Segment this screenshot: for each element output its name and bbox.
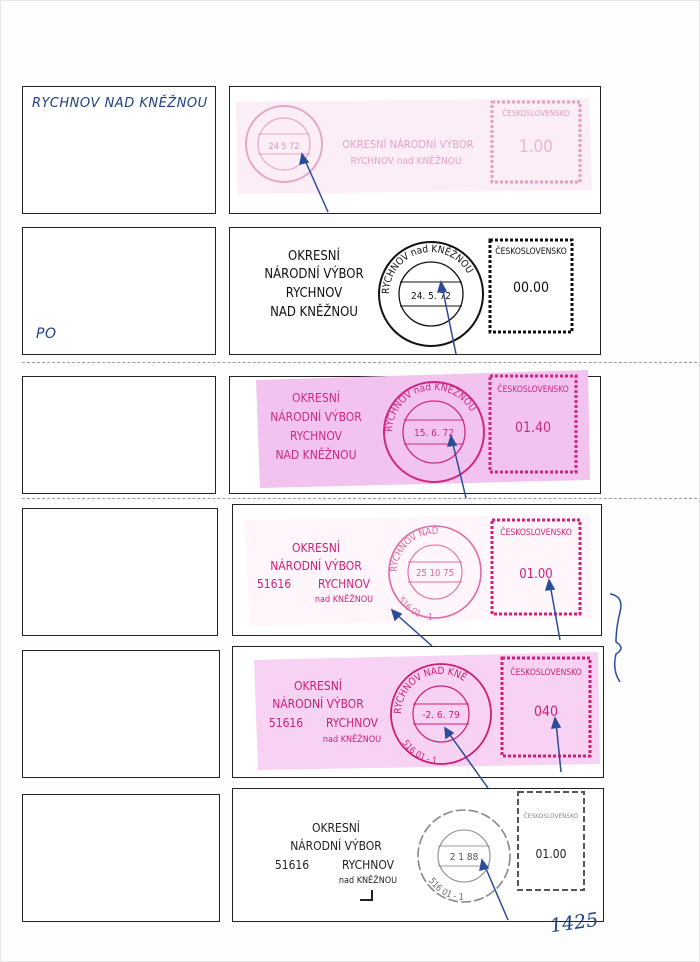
office-line-6c: 51616 xyxy=(275,858,309,872)
office-line-5c: 51616 xyxy=(269,716,303,730)
postmark-date-6: 2 1 88 xyxy=(450,852,479,863)
postmark-date-1: 24 5 72 xyxy=(269,142,300,152)
meter-value-6: 01.00 xyxy=(536,847,567,861)
arrow-6 xyxy=(483,863,509,921)
label-box-2 xyxy=(22,227,216,355)
meter-value-4: 01.00 xyxy=(519,567,552,582)
office-line-6d: RYCHNOV xyxy=(342,858,395,872)
meter-header-2: ČESKOSLOVENSKO xyxy=(495,245,566,257)
office-line-2a: OKRESNÍ xyxy=(288,248,341,264)
meter-strip-6: OKRESNÍ NÁRODNÍ VÝBOR 51616 RYCHNOV nad … xyxy=(256,790,600,903)
office-line-1b: RYCHNOV nad KNĚŽNOU xyxy=(351,154,462,167)
office-line-3a: OKRESNÍ xyxy=(292,390,340,405)
arrow-4b xyxy=(549,583,561,641)
office-line-4b: NÁRODNÍ VÝBOR xyxy=(270,558,362,573)
office-line-3d: NAD KNĚŽNOU xyxy=(275,447,356,462)
arrow-5b xyxy=(555,721,562,773)
office-line-4e: nad KNĚŽNOU xyxy=(315,593,373,605)
office-line-6b: NÁRODNÍ VÝBOR xyxy=(290,838,382,853)
label-box-6 xyxy=(22,794,220,922)
postmark-date-5: -2. 6. 79 xyxy=(422,710,460,721)
office-line-2c: RYCHNOV xyxy=(286,286,342,301)
meter-value-5: 040 xyxy=(534,704,558,720)
meter-header-5: ČESKOSLOVENSKO xyxy=(510,666,581,678)
meter-value-2: 00.00 xyxy=(513,280,549,296)
separator-line xyxy=(22,498,700,499)
office-line-6e: nad KNĚŽNOU xyxy=(339,874,397,886)
arrow-2 xyxy=(441,285,457,355)
bracket-mark xyxy=(609,593,622,683)
arrow-4a xyxy=(395,613,433,647)
label-box-4 xyxy=(22,508,218,636)
label-box-3 xyxy=(22,376,216,494)
postmark-date-3: 15. 6. 72 xyxy=(414,428,454,439)
office-line-5b: NÁRODNÍ VÝBOR xyxy=(272,696,364,711)
postmark-date-2: 24. 5. 72 xyxy=(411,291,451,302)
meter-header-1: ČESKOSLOVENSKO xyxy=(502,107,570,118)
office-line-5d: RYCHNOV xyxy=(326,716,379,730)
arrow-1 xyxy=(303,157,329,213)
meter-strip-3: OKRESNÍ NÁRODNÍ VÝBOR RYCHNOV NAD KNĚŽNO… xyxy=(256,370,590,488)
meter-header-3: ČESKOSLOVENSKO xyxy=(497,383,568,395)
postmark-date-4: 25 10 75 xyxy=(416,568,454,579)
meter-strip-2: OKRESNÍ NÁRODNÍ VÝBOR RYCHNOV NAD KNĚŽNO… xyxy=(254,234,598,347)
meter-value-3: 01.40 xyxy=(515,420,551,436)
arrow-5a xyxy=(447,731,489,789)
label-box-1 xyxy=(22,86,216,214)
meter-header-4: ČESKOSLOVENSKO xyxy=(500,526,571,538)
location-label: RYCHNOV NAD KNĚŽNOU xyxy=(32,96,208,111)
meter-strip-4: OKRESNÍ NÁRODNÍ VÝBOR 51616 RYCHNOV nad … xyxy=(244,514,592,626)
office-line-5a: OKRESNÍ xyxy=(294,678,342,693)
separator-line xyxy=(22,362,700,363)
mark-po: PO xyxy=(36,326,57,342)
office-line-3b: NÁRODNÍ VÝBOR xyxy=(270,409,362,424)
office-line-5e: nad KNĚŽNOU xyxy=(323,733,381,745)
office-line-2b: NÁRODNÍ VÝBOR xyxy=(264,266,363,282)
office-line-6a: OKRESNÍ xyxy=(312,820,360,835)
label-box-5 xyxy=(22,650,220,778)
meter-header-6: ČESKOSLOVENSKO xyxy=(524,811,579,820)
office-line-1a: OKRESNÍ NÁRODNÍ VÝBOR xyxy=(342,138,473,151)
arrow-3 xyxy=(451,439,467,499)
meter-strip-5: OKRESNÍ NÁRODNÍ VÝBOR 51616 RYCHNOV nad … xyxy=(254,652,600,770)
meter-value-1: 1.00 xyxy=(519,137,553,157)
office-line-3c: RYCHNOV xyxy=(290,429,343,443)
office-line-4a: OKRESNÍ xyxy=(292,540,340,555)
office-line-2d: NAD KNĚŽNOU xyxy=(270,304,358,320)
office-line-4c: 51616 xyxy=(257,577,291,591)
meter-strip-1: 24 5 72 OKRESNÍ NÁRODNÍ VÝBOR RYCHNOV na… xyxy=(236,98,592,194)
office-line-4d: RYCHNOV xyxy=(318,577,371,591)
